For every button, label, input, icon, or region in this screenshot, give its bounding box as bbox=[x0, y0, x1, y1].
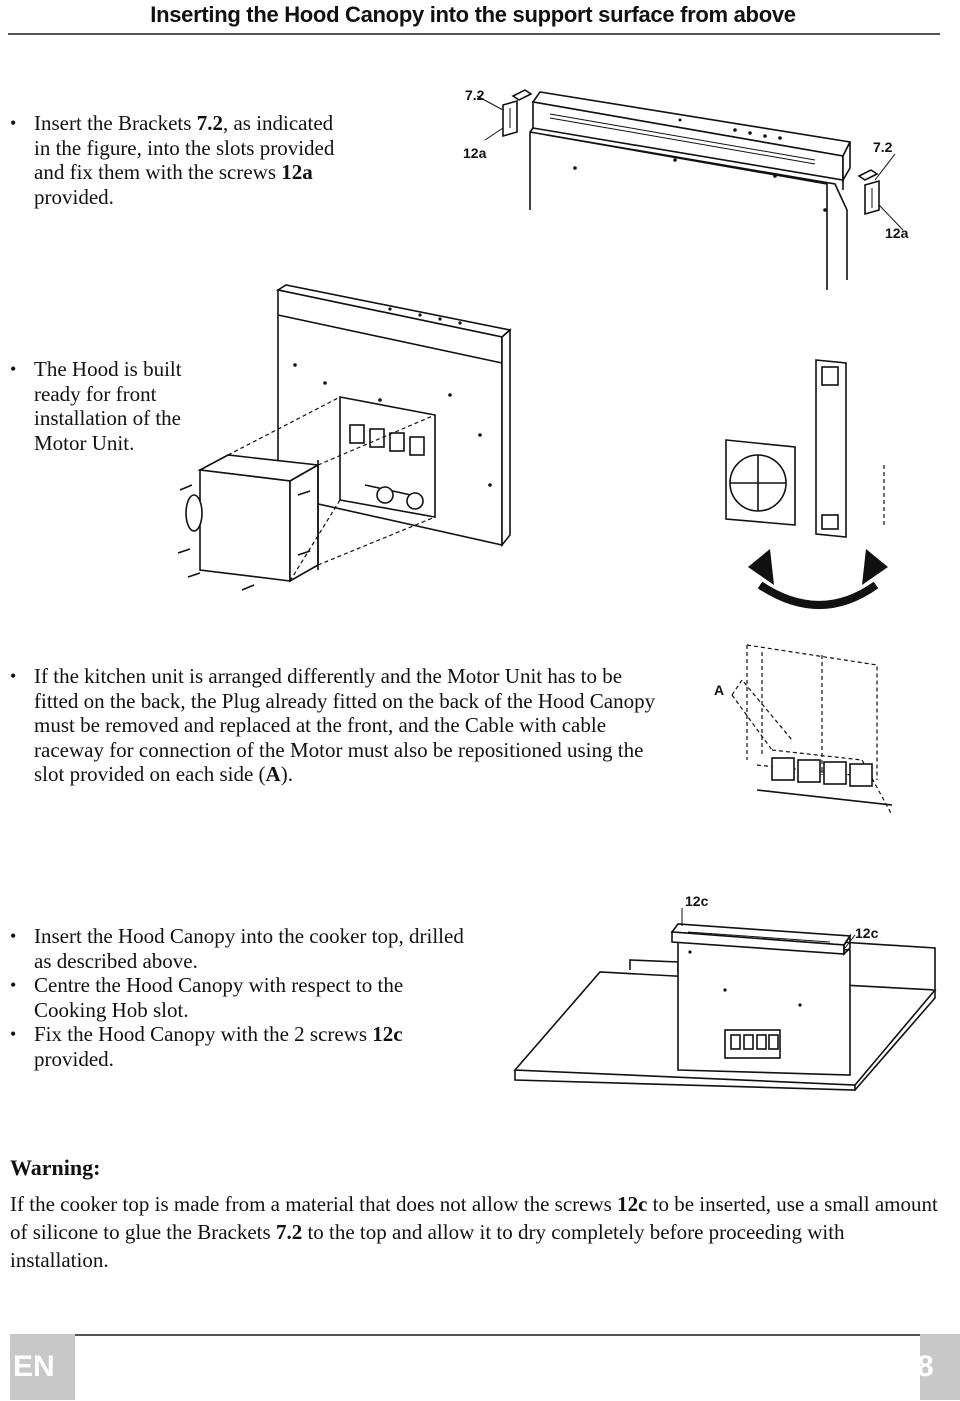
brackets-figure: 7.2 12a 7.2 12a bbox=[463, 87, 909, 290]
warning-text: If the cooker top is made from a materia… bbox=[10, 1192, 938, 1272]
list-item: Insert the Hood Canopy into the cooker t… bbox=[10, 924, 480, 973]
language-label: EN bbox=[13, 1350, 55, 1383]
screw-label: 12a bbox=[463, 145, 487, 161]
brackets-instruction: Insert the Brackets 7.2, as indicated in… bbox=[10, 111, 342, 209]
plug-reposition-figure: A bbox=[714, 644, 893, 816]
insert-canopy-instructions: Insert the Hood Canopy into the cooker t… bbox=[10, 924, 480, 1071]
list-item: The Hood is built ready for front instal… bbox=[10, 357, 225, 455]
front-install-instruction: The Hood is built ready for front instal… bbox=[10, 357, 225, 455]
list-item: If the kitchen unit is arranged differen… bbox=[10, 664, 662, 787]
rear-motor-instruction: If the kitchen unit is arranged differen… bbox=[10, 664, 662, 787]
screw-label: 12c bbox=[855, 925, 879, 941]
list-item: Centre the Hood Canopy with respect to t… bbox=[10, 973, 480, 1022]
motor-unit-figure bbox=[177, 284, 888, 609]
page-title: Inserting the Hood Canopy into the suppo… bbox=[150, 2, 796, 27]
screw-label: 12a bbox=[885, 225, 909, 241]
bracket-label: 7.2 bbox=[465, 87, 485, 103]
list-item: Fix the Hood Canopy with the 2 screws 12… bbox=[10, 1022, 480, 1071]
screw-label: 12c bbox=[685, 893, 709, 909]
warning-title: Warning: bbox=[10, 1155, 101, 1180]
footer-divider bbox=[75, 1334, 920, 1336]
bracket-label: 7.2 bbox=[873, 139, 893, 155]
list-item: Insert the Brackets 7.2, as indicated in… bbox=[10, 111, 342, 209]
canopy-worktop-figure: 12c 12c bbox=[513, 893, 937, 1091]
language-badge: EN bbox=[10, 1334, 75, 1400]
page-number-badge: 8 bbox=[917, 1334, 960, 1400]
page-number: 8 bbox=[917, 1350, 934, 1383]
slot-label: A bbox=[714, 682, 724, 698]
title-divider bbox=[8, 33, 940, 35]
